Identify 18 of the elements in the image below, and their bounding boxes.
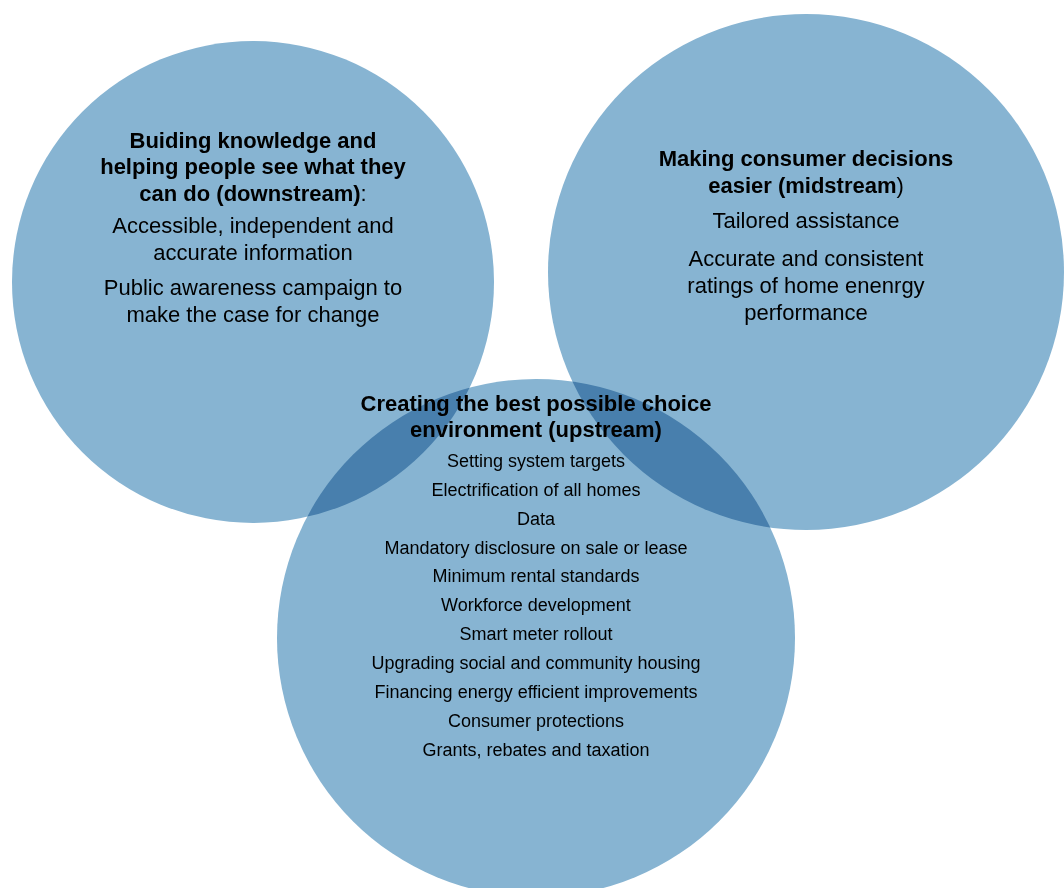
- list-item: Mandatory disclosure on sale or lease: [383, 536, 689, 559]
- list-item: Workforce development: [440, 594, 632, 617]
- list-item: Consumer protections: [446, 710, 626, 733]
- body-text: Accurate and consistent ratings of home enenrgy performance: [686, 246, 926, 327]
- body-text: Accessible, independent and accurate information: [111, 213, 395, 267]
- list-item: Data: [516, 507, 556, 530]
- list-item: Minimum rental standards: [431, 565, 641, 588]
- list-item: Grants, rebates and taxation: [421, 739, 651, 762]
- body-text: Public awareness campaign to make the case for change: [102, 274, 404, 329]
- list-item: Smart meter rollout: [458, 623, 614, 646]
- circle-heading: Creating the best possible choice environment (upstream): [359, 391, 713, 444]
- list-item: Electrification of all homes: [430, 478, 642, 501]
- circle-heading: Making consumer decisions easier (midstream): [657, 146, 955, 200]
- list-item: Setting system targets: [445, 449, 627, 472]
- body-text: Tailored assistance: [711, 207, 901, 235]
- list-item: Upgrading social and community housing: [370, 652, 702, 675]
- list-item: Financing energy efficient improvements: [373, 681, 699, 704]
- circle-heading: Buiding knowledge and helping people see what they can do (downstream):: [99, 128, 407, 208]
